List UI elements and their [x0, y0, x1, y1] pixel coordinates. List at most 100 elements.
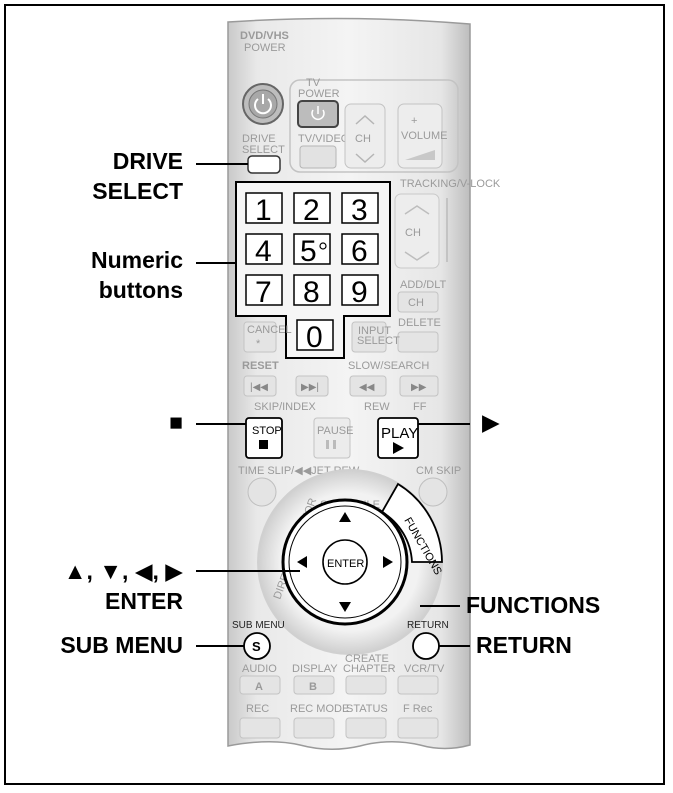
ff-button[interactable] [399, 375, 439, 397]
power-icon [254, 98, 272, 115]
svg-text:|◀◀: |◀◀ [250, 382, 268, 393]
stop-label: STOP [252, 425, 282, 437]
audio-a-button[interactable] [239, 675, 281, 695]
tv-group [289, 79, 459, 173]
number-button-6[interactable] [341, 233, 379, 265]
rec-button[interactable] [239, 717, 281, 739]
number-button-8[interactable] [293, 274, 331, 306]
create-chapter-label-1: CREATE [345, 653, 389, 665]
numeric-pad-outline [235, 181, 391, 359]
status-button[interactable] [345, 717, 387, 739]
tracking-ch-label: CH [405, 227, 421, 239]
dvd-vhs-label: DVD/VHS [240, 30, 289, 42]
ff-label: FF [413, 401, 427, 413]
stop-callout: ■ [169, 409, 183, 435]
functions-callout: FUNCTIONS [466, 592, 601, 618]
number-label-7: 7 [255, 276, 272, 309]
display-b-label: B [309, 681, 317, 693]
drive-select-label-1: DRIVE [242, 133, 276, 145]
number-button-3[interactable] [341, 192, 379, 224]
play-label: PLAY [381, 425, 418, 442]
number-button-9[interactable] [341, 274, 379, 306]
tv-video-label: TV/VIDEO [298, 133, 350, 145]
reset-label: RESET [242, 360, 279, 372]
drive-select-label-2: SELECT [242, 144, 285, 156]
audio-label: AUDIO [242, 663, 277, 675]
power-label: POWER [244, 42, 286, 54]
left-arrow-icon[interactable] [297, 556, 307, 568]
add-dlt-ch-label: CH [408, 297, 424, 309]
skip-back-button[interactable] [243, 375, 277, 397]
sub-menu-callout: SUB MENU [60, 632, 183, 658]
input-select-label-2: SELECT [357, 335, 400, 347]
svg-text:▶▶|: ▶▶| [301, 382, 319, 393]
vcr-tv-button[interactable] [397, 675, 439, 695]
add-dlt-ch-button[interactable] [397, 291, 439, 313]
play-button[interactable] [377, 417, 419, 459]
number-label-9: 9 [351, 276, 368, 309]
svg-text:+: + [411, 115, 417, 127]
drive-select-callout-line-1: DRIVE [112, 148, 183, 174]
create-chapter-button[interactable] [345, 675, 387, 695]
enter-button[interactable] [322, 539, 368, 585]
skip-forward-button[interactable] [295, 375, 329, 397]
cancel-star-label: * [256, 338, 261, 350]
tv-label: TV [306, 77, 321, 89]
return-remote-label: RETURN [407, 620, 449, 631]
right-arrow-icon[interactable] [383, 556, 393, 568]
stop-button[interactable] [245, 417, 283, 459]
f-rec-button[interactable] [397, 717, 439, 739]
number-button-4[interactable] [245, 233, 283, 265]
arrows-callout-line: ▲, ▼, ◀, ▶ [63, 558, 183, 584]
rew-button[interactable] [349, 375, 387, 397]
number-label-3: 3 [351, 194, 368, 227]
pause-button[interactable] [313, 417, 351, 459]
tv-ch-rocker[interactable] [344, 103, 386, 169]
tv-video-button[interactable] [299, 145, 337, 169]
down-arrow-icon[interactable] [339, 602, 351, 612]
create-chapter-label-2: CHAPTER [343, 663, 396, 675]
up-arrow-icon[interactable] [339, 512, 351, 522]
time-slip-button[interactable] [247, 477, 277, 507]
volume-label: VOLUME [401, 130, 447, 142]
drive-select-button[interactable] [247, 155, 281, 174]
number-button-2[interactable] [293, 192, 331, 224]
numeric-buttons-callout-line-1: Numeric [90, 247, 183, 273]
input-select-button[interactable] [351, 321, 387, 353]
svg-text:▶▶: ▶▶ [411, 382, 427, 393]
status-label: STATUS [346, 703, 388, 715]
number-label-2: 2 [303, 194, 320, 227]
play-callout: ▶ [482, 409, 500, 435]
number-button-0[interactable] [296, 319, 334, 351]
cancel-button[interactable] [243, 321, 277, 353]
input-select-label-1: INPUT [358, 325, 391, 337]
sub-menu-remote-label: SUB MENU [232, 620, 285, 631]
numeric-buttons-callout-line-2: buttons [98, 277, 183, 303]
return-button[interactable] [412, 632, 440, 660]
tracking-label: TRACKING/V-LOCK [400, 178, 501, 190]
number-button-1[interactable] [245, 192, 283, 224]
tv-power-icon [311, 109, 325, 120]
audio-a-label: A [255, 681, 263, 693]
return-callout: RETURN [476, 632, 572, 658]
delete-button[interactable] [397, 331, 439, 353]
add-dlt-label: ADD/DLT [400, 279, 447, 291]
display-b-button[interactable] [293, 675, 335, 695]
tv-ch-label: CH [355, 133, 371, 145]
number-label-8: 8 [303, 276, 320, 309]
cm-skip-label: CM SKIP [416, 465, 461, 477]
rew-label: REW [364, 401, 390, 413]
number-label-5: 5 [300, 235, 317, 268]
pause-label: PAUSE [317, 425, 353, 437]
slow-search-label: SLOW/SEARCH [348, 360, 429, 372]
number-label-1: 1 [255, 194, 272, 227]
functions-button[interactable] [380, 482, 443, 563]
numeric-buttons-callout: Numeric buttons [91, 245, 183, 305]
cm-skip-button[interactable] [418, 477, 448, 507]
rec-mode-button[interactable] [293, 717, 335, 739]
number-button-7[interactable] [245, 274, 283, 306]
drive-select-callout: DRIVE SELECT [92, 146, 183, 206]
rec-label: REC [246, 703, 269, 715]
drive-select-callout-line-2: SELECT [92, 178, 183, 204]
